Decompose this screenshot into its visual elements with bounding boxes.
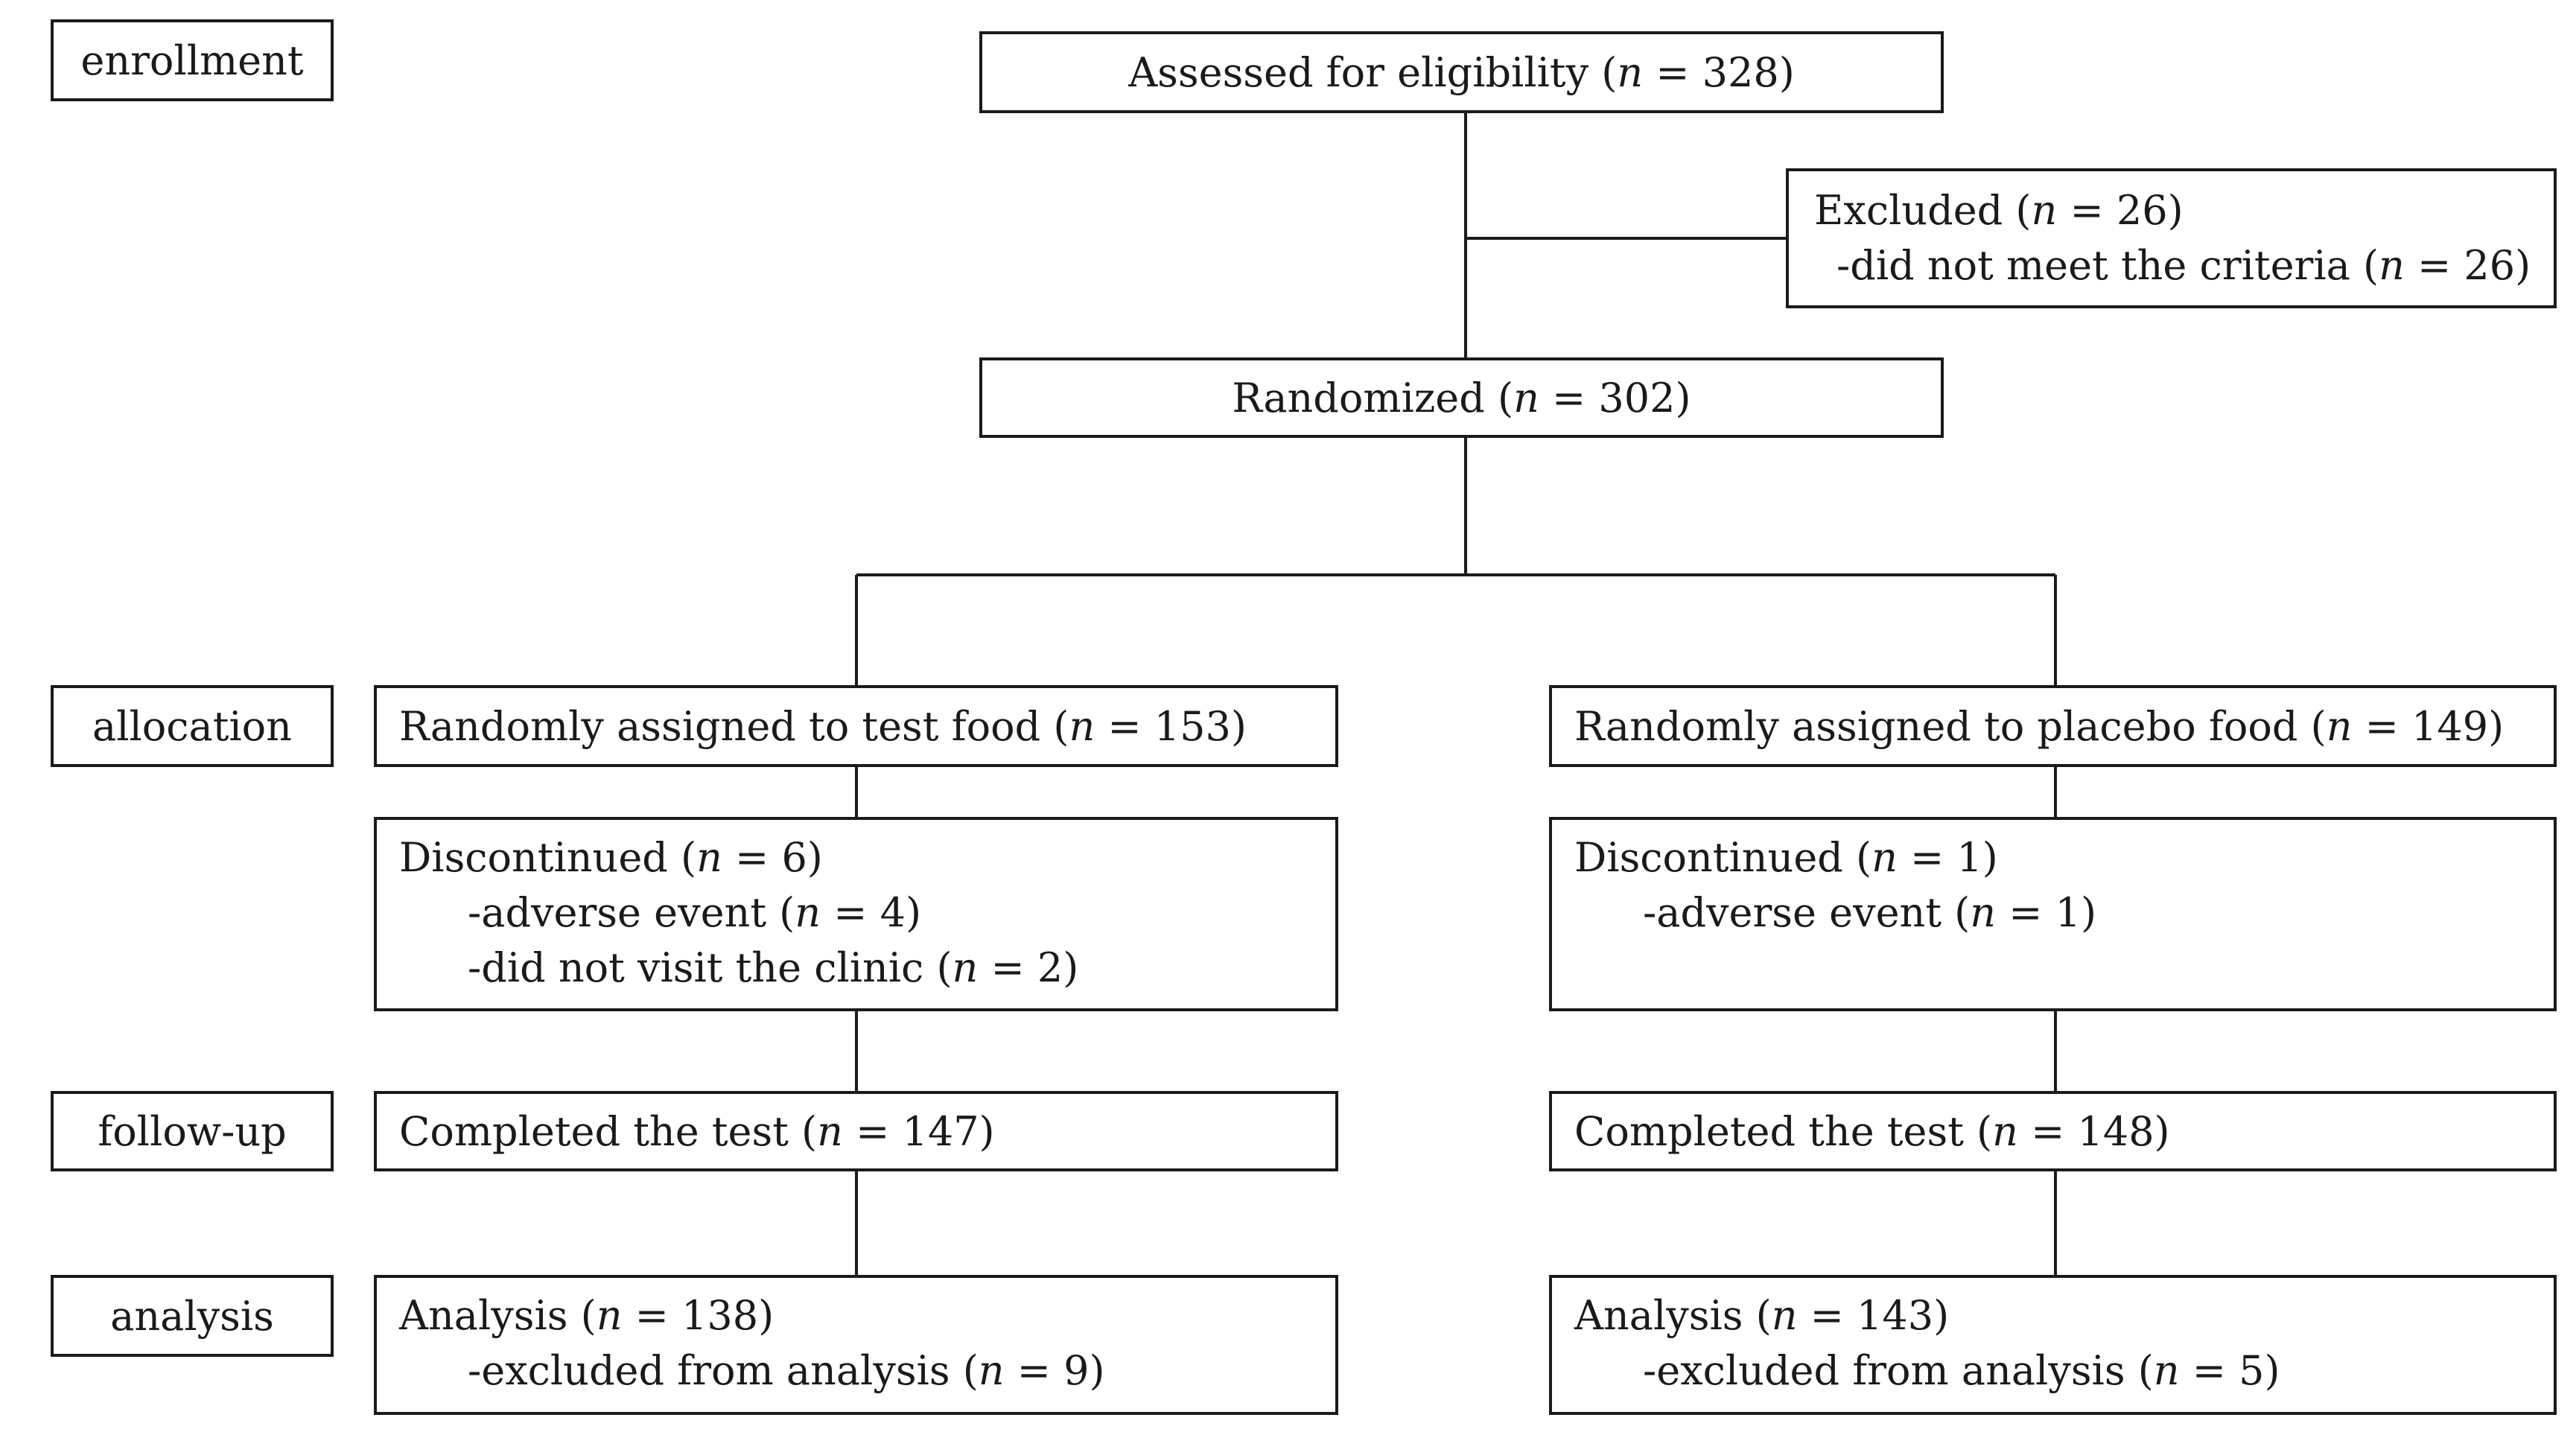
- test-assigned-box: Randomly assigned to test food (n = 153): [374, 685, 1338, 767]
- stage-label-analysis: analysis: [51, 1275, 334, 1357]
- placebo-analysis-title: Analysis (n = 143): [1574, 1292, 1950, 1339]
- test-discontinued-reason-1: -adverse event (n = 4): [468, 889, 922, 936]
- randomized-box: Randomized (n = 302): [979, 357, 1944, 438]
- excluded-reason: -did not meet the criteria (n = 26): [1836, 242, 2531, 289]
- test-discontinued-title: Discontinued (n = 6): [399, 834, 823, 881]
- placebo-discontinued-title: Discontinued (n = 1): [1574, 834, 1998, 881]
- test-assigned-text: Randomly assigned to test food (n = 153): [399, 702, 1247, 750]
- stage-follow-up-text: follow-up: [98, 1107, 287, 1155]
- assessed-text: Assessed for eligibility (n = 328): [1128, 48, 1795, 96]
- placebo-analysis-excluded: -excluded from analysis (n = 5): [1643, 1347, 2280, 1394]
- stage-label-allocation: allocation: [51, 685, 334, 767]
- excluded-box: Excluded (n = 26) -did not meet the crit…: [1786, 168, 2557, 308]
- placebo-completed-text: Completed the test (n = 148): [1574, 1107, 2170, 1155]
- stage-allocation-text: allocation: [92, 702, 292, 750]
- placebo-assigned-text: Randomly assigned to placebo food (n = 1…: [1574, 702, 2505, 750]
- stage-analysis-text: analysis: [110, 1292, 274, 1340]
- placebo-discontinued-box: Discontinued (n = 1) -adverse event (n =…: [1549, 817, 2557, 1011]
- test-completed-box: Completed the test (n = 147): [374, 1091, 1338, 1171]
- placebo-completed-box: Completed the test (n = 148): [1549, 1091, 2557, 1171]
- stage-label-enrollment: enrollment: [51, 19, 334, 101]
- excluded-title: Excluded (n = 26): [1814, 187, 2184, 234]
- stage-label-follow-up: follow-up: [51, 1091, 334, 1171]
- test-discontinued-reason-2: -did not visit the clinic (n = 2): [468, 944, 1079, 991]
- test-analysis-title: Analysis (n = 138): [399, 1292, 775, 1339]
- placebo-analysis-box: Analysis (n = 143) -excluded from analys…: [1549, 1275, 2557, 1415]
- test-completed-text: Completed the test (n = 147): [399, 1107, 995, 1155]
- placebo-assigned-box: Randomly assigned to placebo food (n = 1…: [1549, 685, 2557, 767]
- assessed-box: Assessed for eligibility (n = 328): [979, 31, 1944, 113]
- stage-enrollment-text: enrollment: [80, 36, 304, 84]
- test-analysis-box: Analysis (n = 138) -excluded from analys…: [374, 1275, 1338, 1415]
- test-discontinued-box: Discontinued (n = 6) -adverse event (n =…: [374, 817, 1338, 1011]
- test-analysis-excluded: -excluded from analysis (n = 9): [468, 1347, 1105, 1394]
- placebo-discontinued-reason-1: -adverse event (n = 1): [1643, 889, 2097, 936]
- randomized-text: Randomized (n = 302): [1232, 374, 1691, 421]
